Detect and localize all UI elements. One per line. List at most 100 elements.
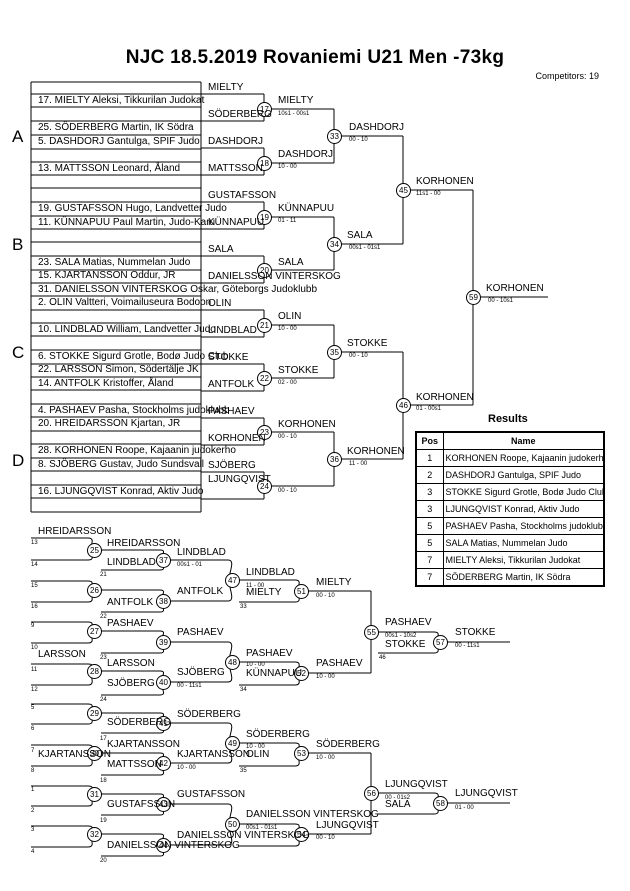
match-number: 24 xyxy=(257,479,272,494)
result-name: LJUNGQVIST Konrad, Aktiv Judo xyxy=(442,500,605,518)
bracket-name: MATTSSON xyxy=(208,163,263,174)
bracket-name: PASHAEV xyxy=(177,627,224,638)
bracket-name: HREIDARSSON xyxy=(107,538,181,549)
draw-slot-number: 19 xyxy=(100,818,107,824)
draw-slot-number: 11 xyxy=(31,667,38,673)
competitor-entry: 5. DASHDORJ Gantulga, SPIF Judo xyxy=(38,136,200,147)
draw-slot-number: 15 xyxy=(31,583,38,589)
match-number: 47 xyxy=(225,573,240,588)
draw-slot-number: 33 xyxy=(240,604,247,610)
draw-slot-number: 46 xyxy=(379,655,386,661)
competitor-entry: 2. OLIN Valtteri, Voimailuseura Bodoon xyxy=(38,297,212,308)
result-name: PASHAEV Pasha, Stockholms judoklubb xyxy=(442,517,605,535)
match-number: 41 xyxy=(156,716,171,731)
match-number: 31 xyxy=(87,787,102,802)
competitor-entry: 23. SALA Matias, Nummelan Judo xyxy=(38,257,191,268)
match-score: 00 - 11s1 xyxy=(455,643,480,649)
match-number: 25 xyxy=(87,543,102,558)
draw-slot-number: 16 xyxy=(31,604,38,610)
bracket-name: DASHDORJ xyxy=(278,149,334,160)
match-number: 56 xyxy=(364,786,379,801)
result-name: SÖDERBERG Martin, IK Södra xyxy=(442,568,605,587)
bracket-name: STOKKE xyxy=(278,365,319,376)
match-score: 00 - 01s2 xyxy=(385,795,411,801)
draw-slot-number: 9 xyxy=(31,623,35,629)
match-number: 21 xyxy=(257,318,272,333)
result-position: 3 xyxy=(415,483,444,501)
match-score: 10 - 00 xyxy=(278,326,297,332)
bracket-name: LINDBLAD xyxy=(208,325,257,336)
match-number: 58 xyxy=(433,796,448,811)
result-name: MIELTY Aleksi, Tikkurilan Judokat xyxy=(442,551,605,569)
match-number: 19 xyxy=(257,210,272,225)
match-number: 17 xyxy=(257,102,272,117)
competitor-entry: 28. KORHONEN Roope, Kajaanin judokerho xyxy=(38,445,236,456)
result-position: 7 xyxy=(415,568,444,587)
draw-slot-number: 14 xyxy=(31,562,38,568)
draw-slot-number: 18 xyxy=(100,778,107,784)
match-score: 10 - 00 xyxy=(316,674,335,680)
match-score: 10 - 00 xyxy=(177,765,196,771)
match-number: 59 xyxy=(466,290,481,305)
match-number: 23 xyxy=(257,425,272,440)
bracket-name: SÖDERBERG xyxy=(107,717,171,728)
draw-slot-number: 20 xyxy=(100,858,107,864)
match-score: 00 - 11s1 xyxy=(177,683,202,689)
bracket-name: KÜNNAPUU xyxy=(278,203,335,214)
draw-slot-number: 35 xyxy=(240,768,247,774)
result-name: DASHDORJ Gantulga, SPIF Judo xyxy=(442,466,605,484)
draw-slot-number: 5 xyxy=(31,705,35,711)
bracket-name: LARSSON xyxy=(38,649,86,660)
match-number: 39 xyxy=(156,635,171,650)
match-number: 52 xyxy=(294,666,309,681)
match-score: 01 - 00s1 xyxy=(416,406,442,412)
pool-letter: D xyxy=(12,451,25,470)
competitor-entry: 13. MATTSSON Leonard, Åland xyxy=(38,163,181,174)
bracket-name: MIELTY xyxy=(246,587,282,598)
match-number: 33 xyxy=(327,129,342,144)
draw-slot-number: 13 xyxy=(31,540,38,546)
match-number: 50 xyxy=(225,817,240,832)
competitor-entry: 8. SJÖBERG Gustav, Judo Sundsvall xyxy=(38,459,205,470)
match-score: 10 - 00 xyxy=(316,755,335,761)
bracket-name: SJÖBERG xyxy=(107,678,155,689)
match-score: 00 - 10s1 xyxy=(488,298,514,304)
bracket-name: SALA xyxy=(385,799,411,810)
match-score: 01 - 00 xyxy=(455,805,474,811)
pool-letter: B xyxy=(12,235,24,254)
bracket-name: SALA xyxy=(278,257,304,268)
bracket-name: LINDBLAD xyxy=(107,557,156,568)
match-score: 10 - 00 xyxy=(278,164,297,170)
competitor-count: Competitors: 19 xyxy=(535,71,599,81)
match-score: 00s1 - 01s1 xyxy=(349,245,381,251)
bracket-name: STOKKE xyxy=(347,338,388,349)
result-name: KORHONEN Roope, Kajaanin judokerho xyxy=(442,449,605,467)
bracket-name: PASHAEV xyxy=(208,406,255,417)
match-number: 46 xyxy=(396,398,411,413)
bracket-name: LJUNGQVIST xyxy=(455,788,518,799)
results-title: Results xyxy=(488,413,528,425)
bracket-name: KORHONEN xyxy=(486,283,544,294)
bracket-name: DASHDORJ xyxy=(349,122,405,133)
pool-letter: C xyxy=(12,343,25,362)
result-position: 2 xyxy=(415,466,444,484)
bracket-name: PASHAEV xyxy=(316,658,363,669)
bracket-name: MATTSSON xyxy=(107,759,162,770)
draw-slot-number: 2 xyxy=(31,808,35,814)
match-number: 20 xyxy=(257,263,272,278)
bracket-name: LINDBLAD xyxy=(246,567,295,578)
bracket-name: GUSTAFSSON xyxy=(208,190,277,201)
draw-slot-number: 23 xyxy=(100,655,107,661)
draw-slot-number: 34 xyxy=(240,687,247,693)
match-number: 30 xyxy=(87,746,102,761)
bracket-name: ANTFOLK xyxy=(107,597,154,608)
match-number: 26 xyxy=(87,583,102,598)
match-number: 37 xyxy=(156,553,171,568)
match-score: 00 - 10 xyxy=(278,434,297,440)
